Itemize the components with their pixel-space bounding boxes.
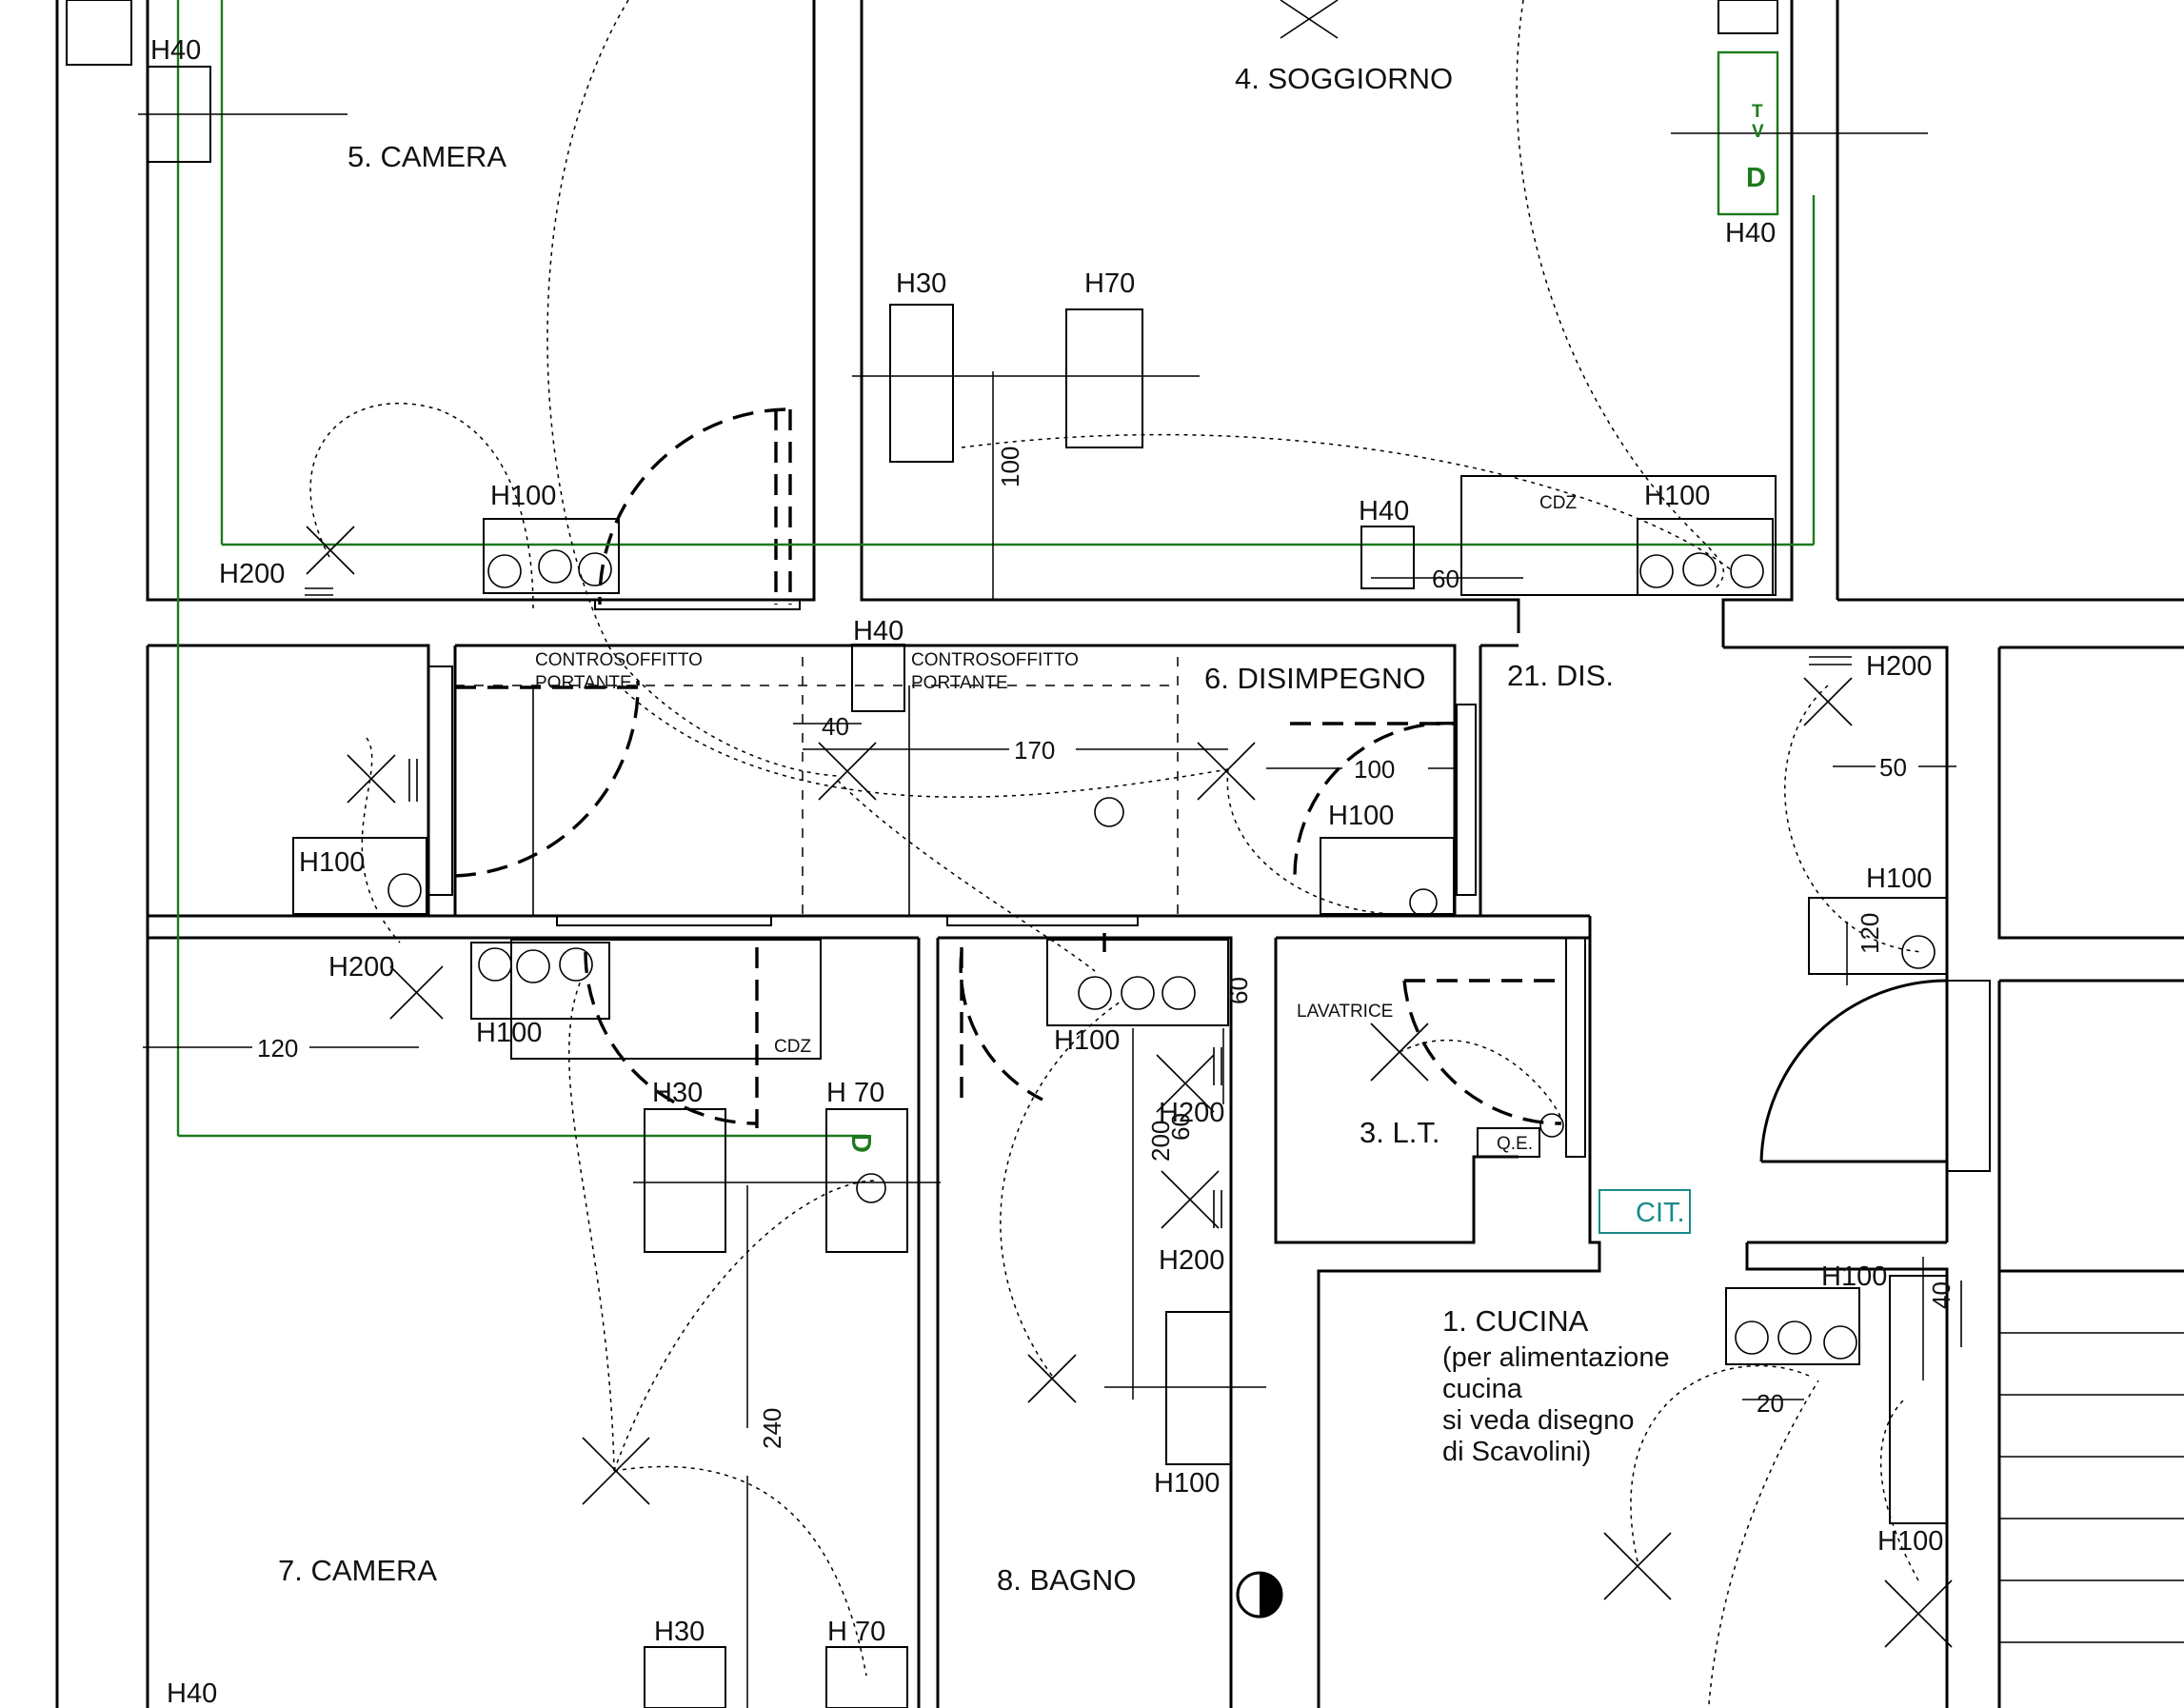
height-label: H200 <box>1159 1245 1224 1276</box>
lavatrice-label: LAVATRICE <box>1297 1002 1393 1022</box>
controsoffitto-1-line-1: CONTROSOFFITTO <box>535 650 703 670</box>
height-label: H 70 <box>826 1078 884 1108</box>
dimension-lines <box>138 113 1956 1708</box>
height-label: H100 <box>1328 801 1394 831</box>
height-label: H40 <box>1359 496 1409 526</box>
height-label: H100 <box>1877 1526 1943 1557</box>
cucina-note-2: cucina <box>1442 1374 1523 1404</box>
height-label: H70 <box>1084 268 1135 299</box>
intercom-icon <box>1598 1189 1691 1234</box>
height-label: H200 <box>1866 651 1932 682</box>
room-soggiorno: 4. SOGGIORNO <box>1235 62 1453 95</box>
dimension-label: 120 <box>1856 913 1884 954</box>
dimension-label: 200 <box>1146 1121 1175 1162</box>
height-label: H40 <box>150 35 201 66</box>
height-label: H40 <box>853 616 903 646</box>
height-labels: H40 H30 H70 H40 H100 H200 H40 H100 H40 H… <box>150 35 1943 1708</box>
height-label: H100 <box>1821 1261 1887 1292</box>
height-label: H40 <box>1725 218 1776 248</box>
walls <box>55 0 2184 1708</box>
light-points <box>306 0 1953 1648</box>
height-label: H200 <box>1159 1098 1224 1128</box>
controsoffitto-1-line-2: PORTANTE <box>535 673 632 693</box>
dimension-labels: 100 60 40 170 100 50 120 120 60 200 60 2… <box>257 447 1956 1449</box>
dimension-label: 60 <box>1432 565 1459 593</box>
height-label: H100 <box>1054 1025 1120 1056</box>
dimension-label: 240 <box>758 1408 786 1449</box>
dimension-label: 20 <box>1757 1389 1784 1418</box>
height-label: H200 <box>328 952 394 983</box>
height-label: H40 <box>167 1678 217 1708</box>
height-label: H100 <box>490 481 556 511</box>
height-label: H100 <box>299 847 365 878</box>
height-label: H30 <box>654 1617 705 1647</box>
height-label: H100 <box>1644 481 1710 511</box>
cucina-note-4: di Scavolini) <box>1442 1437 1591 1467</box>
height-label: H100 <box>1866 864 1932 894</box>
cucina-note-3: si veda disegno <box>1442 1405 1635 1436</box>
room-camera-7: 7. CAMERA <box>278 1554 437 1587</box>
dimension-label: 120 <box>257 1034 298 1063</box>
cdz-label-2: CDZ <box>774 1037 811 1057</box>
dimension-label: 60 <box>1224 977 1253 1004</box>
dimension-label: 170 <box>1014 736 1055 765</box>
cdz-label-1: CDZ <box>1539 493 1577 513</box>
height-label: H30 <box>896 268 946 299</box>
dimension-label: 100 <box>996 447 1024 487</box>
room-labels: 5. CAMERA 4. SOGGIORNO 6. DISIMPEGNO 21.… <box>278 62 1670 1597</box>
dimension-label: 50 <box>1879 753 1907 782</box>
symbols <box>305 587 1962 1347</box>
cit-label: CIT. <box>1636 1198 1685 1228</box>
notes: CONTROSOFFITTO PORTANTE CONTROSOFFITTO P… <box>535 102 1766 1228</box>
height-label: H 70 <box>827 1617 885 1647</box>
controsoffitto-2-line-2: PORTANTE <box>911 673 1008 693</box>
height-label: H30 <box>652 1078 703 1108</box>
height-label: H200 <box>219 559 285 589</box>
dimension-label: 40 <box>1927 1281 1956 1309</box>
room-camera-5: 5. CAMERA <box>347 140 506 173</box>
cucina-note-1: (per alimentazione <box>1442 1342 1670 1373</box>
device-boxes <box>66 0 1948 1708</box>
room-disimpegno: 6. DISIMPEGNO <box>1204 662 1426 695</box>
d-label-2: D <box>845 1133 876 1153</box>
dimension-label: 40 <box>822 712 849 741</box>
d-label-1: D <box>1746 163 1766 193</box>
room-cucina: 1. CUCINA <box>1442 1304 1589 1338</box>
height-label: H100 <box>476 1018 542 1048</box>
dimension-label: 100 <box>1354 755 1395 784</box>
height-label: H100 <box>1154 1468 1220 1499</box>
lighting-circuits <box>309 0 1924 1705</box>
room-bagno: 8. BAGNO <box>997 1563 1136 1597</box>
qe-label: Q.E. <box>1497 1134 1533 1154</box>
room-dis-21: 21. DIS. <box>1507 659 1614 692</box>
dimension-label: 60 <box>1166 1113 1195 1141</box>
controsoffitto-2-line-1: CONTROSOFFITTO <box>911 650 1079 670</box>
room-lt: 3. L.T. <box>1360 1116 1439 1149</box>
doors <box>427 407 1991 1172</box>
